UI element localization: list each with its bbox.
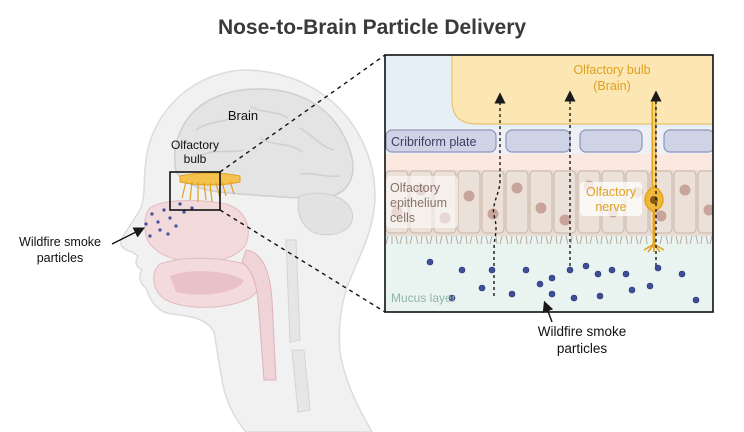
cribriform-plate-label: Cribriform plate [391, 135, 476, 149]
detail-smoke-arrow [542, 300, 554, 323]
nerve-label-line1: Olfactory [586, 185, 637, 199]
detail-bulb-label-line1: Olfactory bulb [573, 63, 650, 77]
mucus-layer-label: Mucus layer [391, 291, 456, 305]
epithelium-label-line3: cells [390, 211, 415, 225]
zoom-connector-top [219, 54, 386, 173]
brain-shape [174, 88, 354, 199]
epithelium-label-line2: epithelium [390, 196, 447, 210]
spine [285, 239, 311, 413]
cilia [385, 235, 713, 245]
head-olfactory-bulb-label-line1: Olfactory [171, 138, 219, 152]
head-olfactory-bulb-label-line2: bulb [184, 152, 207, 166]
detail-smoke-label-line2: particles [557, 341, 608, 356]
zoom-box [169, 171, 221, 211]
cribriform-segment [663, 129, 713, 153]
cerebellum-shape [297, 192, 354, 236]
head-smoke-label-line1: Wildfire smoke [19, 235, 101, 249]
detail-panel: Olfactory bulb (Brain) Cribriform plate … [384, 54, 714, 313]
detail-bulb-label-line2: (Brain) [593, 79, 631, 93]
olfactory-neuron [643, 100, 665, 253]
nerve-label-bg [580, 182, 642, 216]
head-smoke-label-line2: particles [37, 251, 84, 265]
figure-title: Nose-to-Brain Particle Delivery [218, 16, 526, 39]
airway [241, 249, 277, 381]
brain-folds [195, 105, 341, 178]
zoom-connector-bottom [219, 209, 386, 313]
cribriform-segment [385, 129, 497, 153]
epithelium-label-line1: Olfactory [390, 181, 441, 195]
tongue [170, 271, 244, 295]
mucus-particles [426, 258, 700, 304]
cribriform-segment [579, 129, 643, 153]
nerve-label-line2: nerve [595, 200, 626, 214]
nasal-particles [144, 202, 194, 238]
cribriform-segment [505, 129, 571, 153]
epithelium-label-bg [386, 176, 458, 228]
particle-path-wavy [492, 92, 506, 296]
head-smoke-arrow [111, 227, 146, 245]
head-illustration: Brain Olfactory bulb Wildfire smoke part… [19, 69, 376, 432]
brain-label: Brain [228, 108, 258, 123]
lamina-propria [385, 154, 713, 170]
detail-smoke-label-line1: Wildfire smoke [538, 324, 627, 339]
olfactory-nerve-fibers [181, 180, 235, 203]
olfactory-bulb-region [451, 55, 713, 125]
